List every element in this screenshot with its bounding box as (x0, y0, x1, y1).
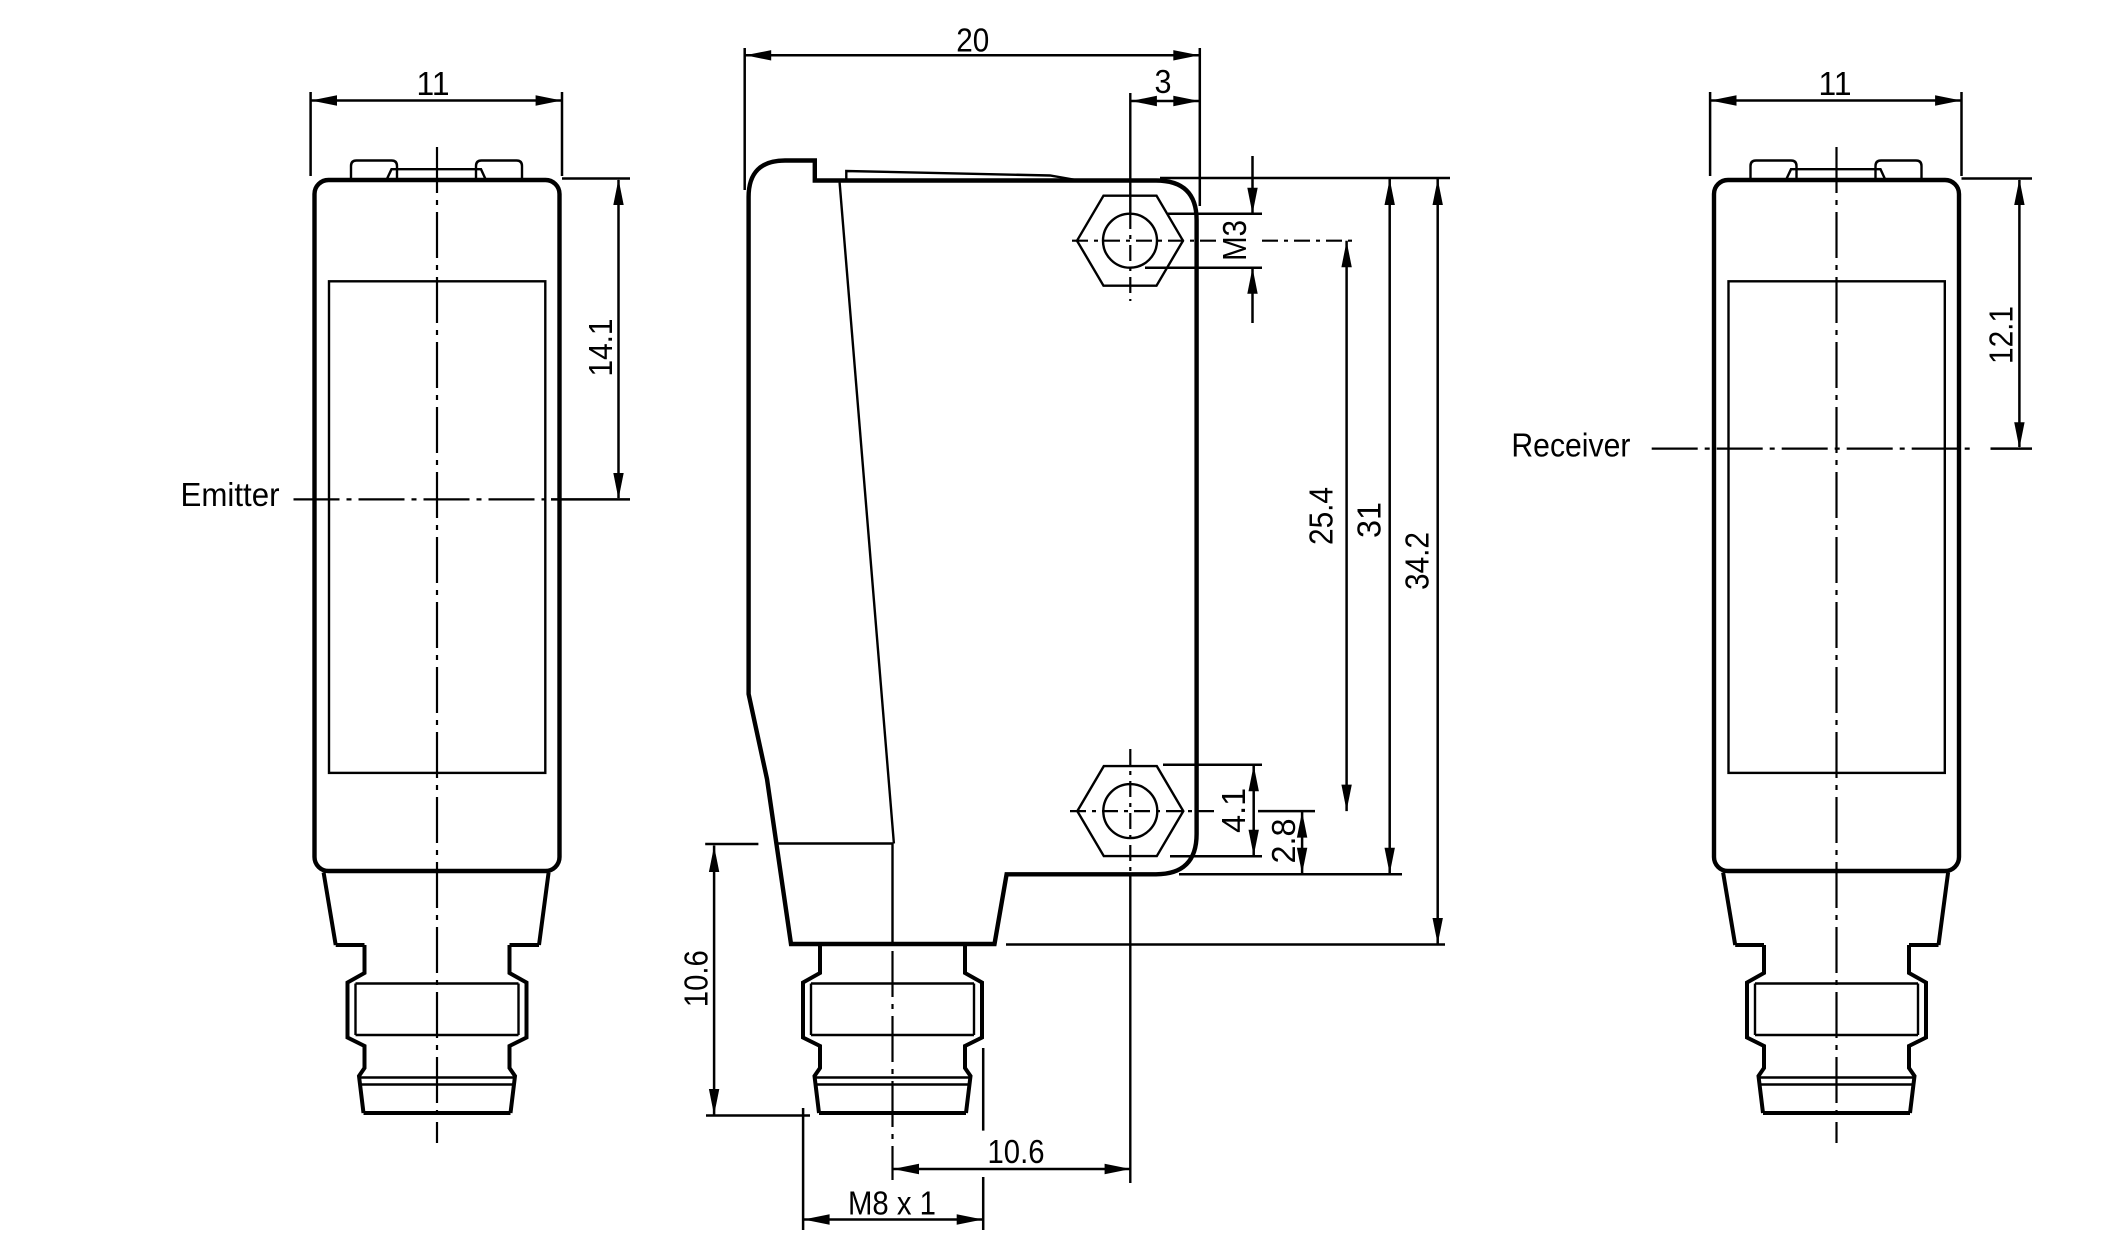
svg-text:2.8: 2.8 (1266, 819, 1303, 864)
svg-text:4.1: 4.1 (1216, 788, 1253, 833)
svg-text:Emitter: Emitter (181, 477, 280, 514)
svg-text:Receiver: Receiver (1511, 427, 1630, 464)
svg-text:3: 3 (1155, 64, 1172, 101)
svg-text:25.4: 25.4 (1304, 487, 1341, 545)
svg-text:10.6: 10.6 (679, 950, 716, 1007)
svg-text:M8 x 1: M8 x 1 (848, 1186, 936, 1223)
svg-text:12.1: 12.1 (1984, 306, 2021, 364)
svg-text:11: 11 (417, 66, 450, 103)
svg-text:34.2: 34.2 (1400, 532, 1437, 590)
svg-text:20: 20 (956, 22, 989, 59)
svg-text:11: 11 (1819, 66, 1852, 103)
svg-text:14.1: 14.1 (583, 319, 620, 377)
svg-text:10.6: 10.6 (988, 1134, 1045, 1171)
svg-text:31: 31 (1352, 502, 1389, 538)
svg-text:M3: M3 (1217, 220, 1254, 261)
